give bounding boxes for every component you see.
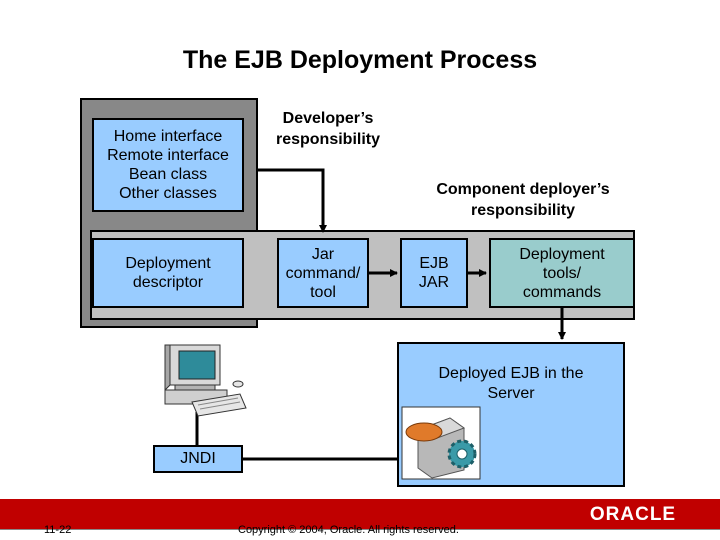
slide-number: 11-22	[44, 524, 72, 536]
jar-line: command/	[285, 264, 361, 282]
deployment-tools-box: Deployment tools/ commands	[489, 238, 635, 308]
deployer-responsibility-label: Component deployer’s responsibility	[420, 179, 626, 221]
jar-line: tool	[310, 283, 336, 301]
server-label-line: Server	[487, 385, 535, 402]
copyright-text: Copyright © 2004, Oracle. All rights res…	[238, 524, 459, 536]
source-line: Home interface	[113, 128, 223, 145]
deployer-label-line: Component deployer’s	[436, 181, 610, 198]
deployment-descriptor-box: Deployment descriptor	[92, 238, 244, 308]
developer-label-line: Developer’s	[282, 110, 374, 127]
jar-line: Jar	[311, 245, 335, 263]
developer-bracket-line	[258, 168, 327, 233]
descriptor-line: Deployment	[125, 255, 211, 272]
source-files-box: Home interface Remote interface Bean cla…	[92, 118, 244, 212]
diagram-title: The EJB Deployment Process	[182, 46, 538, 74]
oracle-logo: ORACLE	[554, 503, 712, 527]
source-line: Other classes	[119, 185, 217, 202]
ejb-jar-box: EJB JAR	[400, 238, 468, 308]
descriptor-line: descriptor	[132, 274, 204, 291]
developer-label-line: responsibility	[275, 131, 381, 148]
footer-divider	[0, 529, 720, 530]
deploy-tools-line: commands	[522, 283, 602, 301]
computer-icon	[164, 344, 247, 417]
source-line: Remote interface	[107, 147, 229, 164]
developer-responsibility-label: Developer’s responsibility	[262, 108, 394, 150]
deployer-label-line: responsibility	[470, 202, 576, 219]
server-label-line: Deployed EJB in the	[438, 365, 584, 382]
source-line: Bean class	[128, 166, 208, 183]
server-label: Deployed EJB in the Server	[399, 364, 623, 404]
jndi-box: JNDI	[153, 445, 243, 473]
ejb-jar-line: JAR	[418, 274, 450, 291]
jar-tool-box: Jar command/ tool	[277, 238, 369, 308]
ejb-jar-line: EJB	[419, 255, 449, 272]
deploy-tools-line: tools/	[542, 264, 582, 282]
gear-icon	[401, 406, 481, 480]
deploy-tools-line: Deployment	[519, 245, 605, 263]
